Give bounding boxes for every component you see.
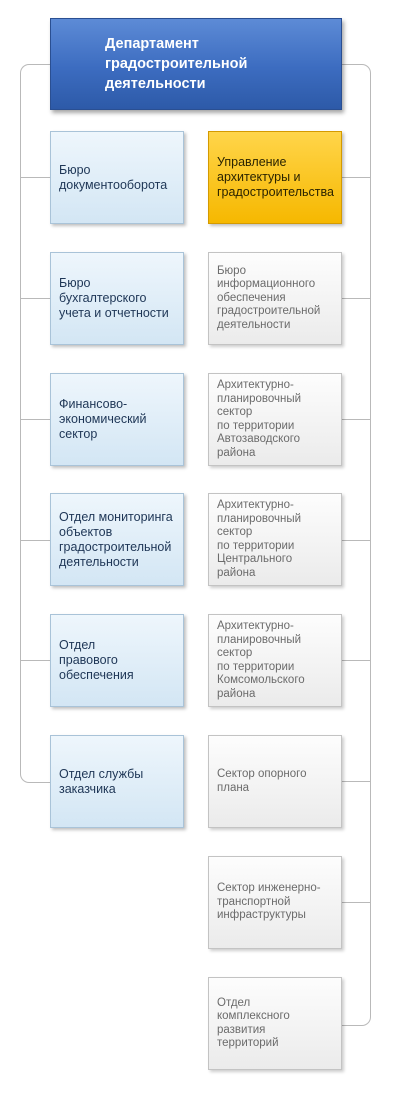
unit-label: Отдел комплексного развития территорий	[217, 996, 290, 1050]
unit-box-central-sector: Архитектурно- планировочный сектор по те…	[208, 493, 342, 586]
right-connector-tick	[342, 540, 371, 541]
unit-box-complex-development: Отдел комплексного развития территорий	[208, 977, 342, 1070]
unit-box-legal: Отдел правового обеспечения	[50, 614, 184, 707]
right-connector-line	[340, 64, 371, 1026]
unit-label: Бюро документооборота	[59, 162, 168, 192]
right-connector-tick	[342, 660, 371, 661]
unit-label: Бюро бухгалтерского учета и отчетности	[59, 276, 169, 320]
unit-label: Отдел мониторинга объектов градостроител…	[59, 509, 173, 569]
unit-box-finance: Финансово- экономический сектор	[50, 373, 184, 466]
right-connector-tick	[342, 902, 371, 903]
unit-box-monitoring: Отдел мониторинга объектов градостроител…	[50, 493, 184, 586]
left-connector-tick	[20, 660, 50, 661]
department-head-box: Департамент градостроительной деятельнос…	[50, 18, 342, 110]
unit-box-reference-plan: Сектор опорного плана	[208, 735, 342, 828]
left-connector-tick	[20, 298, 50, 299]
unit-label: Сектор опорного плана	[217, 768, 307, 794]
left-connector-tick	[20, 177, 50, 178]
unit-label: Сектор инженерно- транспортной инфрастру…	[217, 882, 321, 922]
unit-label: Бюро информационного обеспечения градост…	[217, 264, 321, 331]
unit-box-accounting: Бюро бухгалтерского учета и отчетности	[50, 252, 184, 345]
unit-label: Отдел службы заказчика	[59, 766, 144, 796]
unit-box-document-flow: Бюро документооборота	[50, 131, 184, 224]
left-connector-tick	[20, 419, 50, 420]
unit-label: Управление архитектуры и градостроительс…	[217, 155, 334, 199]
unit-box-komsomolsky-sector: Архитектурно- планировочный сектор по те…	[208, 614, 342, 707]
unit-box-avtozavodsky-sector: Архитектурно- планировочный сектор по те…	[208, 373, 342, 466]
unit-label: Архитектурно- планировочный сектор по те…	[217, 499, 302, 579]
unit-label: Архитектурно- планировочный сектор по те…	[217, 379, 302, 459]
unit-box-customer-service: Отдел службы заказчика	[50, 735, 184, 828]
right-connector-tick	[342, 781, 371, 782]
unit-label: Архитектурно- планировочный сектор по те…	[217, 620, 305, 700]
right-connector-tick	[342, 298, 371, 299]
right-connector-tick	[342, 177, 371, 178]
unit-label: Отдел правового обеспечения	[59, 638, 134, 682]
left-connector-line	[20, 64, 51, 783]
unit-label: Финансово- экономический сектор	[59, 397, 147, 441]
right-connector-tick	[342, 419, 371, 420]
unit-box-architecture-directorate: Управление архитектуры и градостроительс…	[208, 131, 342, 224]
left-connector-tick	[20, 540, 50, 541]
department-head-label: Департамент градостроительной деятельнос…	[105, 36, 248, 92]
unit-box-information-support: Бюро информационного обеспечения градост…	[208, 252, 342, 345]
unit-box-engineering-infrastructure: Сектор инженерно- транспортной инфрастру…	[208, 856, 342, 949]
